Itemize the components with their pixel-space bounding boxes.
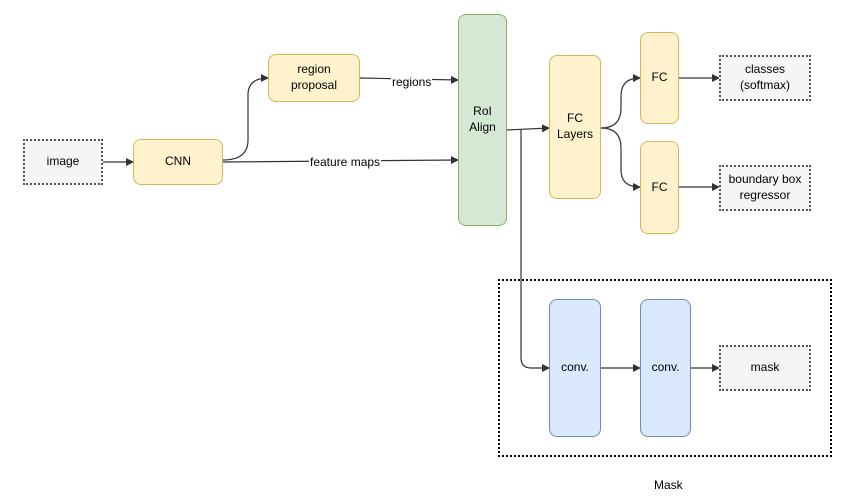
bbox-regressor-node: boundary box regressor [719,165,811,211]
edge-fc-layers-to-fc-bottom [600,127,641,191]
edge-roi-align-to-fc-layers [506,124,550,133]
edge-fc-layers-to-fc-top [600,74,641,129]
fc-bottom-node: FC [640,141,679,234]
fc-top-node: FC [640,32,679,124]
fc-layers-node: FC Layers [549,55,601,199]
classes-node: classes (softmax) [719,55,811,101]
conv2-node: conv. [640,299,691,437]
image-node: image [23,139,103,185]
mask-node: mask [719,345,811,391]
edge-cnn-to-region-proposal [222,74,269,161]
feature-maps-edge-label: feature maps [309,155,382,169]
mask-branch-group [498,279,832,457]
regions-edge-label: regions [391,75,433,89]
conv1-node: conv. [549,299,601,437]
mask-group-label: Mask [654,478,683,492]
region-proposal-node: region proposal [268,54,360,102]
edge-roi-align-to-conv1 [520,130,550,372]
roi-align-node: RoI Align [458,14,507,226]
cnn-node: CNN [133,139,223,185]
